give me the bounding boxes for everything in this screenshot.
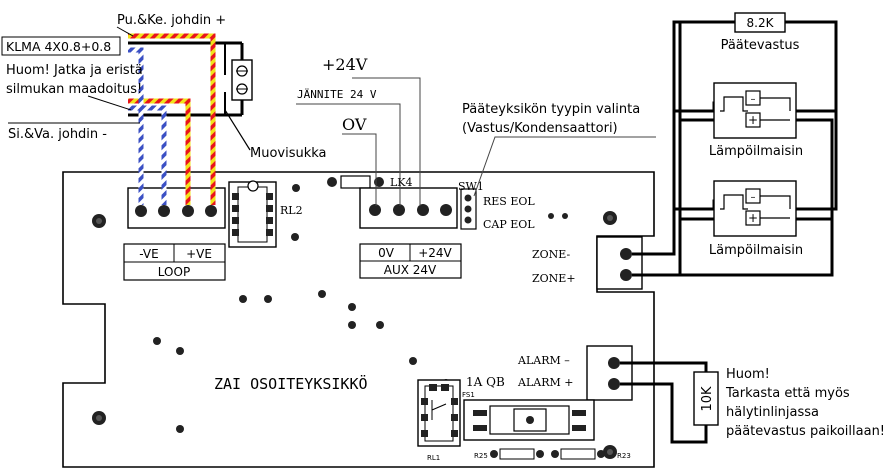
tyyppi-label-2: (Vastus/Kondensaattori) xyxy=(462,121,618,136)
eol-resistor-10k xyxy=(693,371,719,426)
r23-label: R23 xyxy=(617,452,631,460)
pads xyxy=(153,213,568,433)
detector-2-minus: – xyxy=(751,192,756,203)
alarm-wiring xyxy=(620,361,708,444)
note-leader xyxy=(87,95,132,111)
si-va-label: Si.&Va. johdin - xyxy=(8,127,107,142)
tyyppi-label-1: Pääteyksikön tyypin valinta xyxy=(462,102,640,117)
loop-plus-label: +VE xyxy=(186,247,212,261)
aux-0v-label: 0V xyxy=(378,246,395,260)
ov-leader xyxy=(342,133,377,206)
zone-minus-screw xyxy=(620,248,632,260)
aux-terminal-screws xyxy=(369,204,452,216)
eol-resistor-82k xyxy=(734,12,786,33)
rl1-label: RL1 xyxy=(427,454,440,462)
loop-terminal-screws xyxy=(135,205,217,217)
fs1-label: FS1 xyxy=(462,391,475,399)
huom2-line-4: päätevastus paikoillaan! xyxy=(726,424,885,439)
eol-resistor-10k-label: 10K xyxy=(700,386,715,412)
loop-minus-label: -VE xyxy=(139,247,158,261)
muovisukka-leader xyxy=(224,109,251,151)
cable-label: KLMA 4X0.8+0.8 xyxy=(6,39,111,54)
pu-ke-label: Pu.&Ke. johdin + xyxy=(117,13,226,28)
aux-label: AUX 24V xyxy=(384,263,437,277)
rl2-relay xyxy=(228,180,300,248)
cap-eol-label: CAP EOL xyxy=(483,218,535,231)
sw1-switch xyxy=(460,188,477,230)
rl2-label: RL2 xyxy=(280,204,303,217)
ov-label: OV xyxy=(342,115,367,134)
blue-white-wires xyxy=(128,47,167,205)
aux-24v-label: +24V xyxy=(418,246,452,260)
connector-block xyxy=(231,43,253,115)
red-yellow-wires xyxy=(128,33,216,205)
eol-resistor-82k-label: 8.2K xyxy=(747,16,775,30)
loop-label: LOOP xyxy=(158,265,190,279)
fuse-label: 1A QB xyxy=(466,375,505,389)
zone-minus-label: ZONE- xyxy=(532,248,571,261)
paatevastus-label: Päätevastus xyxy=(721,38,800,53)
tyyppi-leader xyxy=(473,136,656,197)
alarm-minus-label: ALARM – xyxy=(517,354,570,367)
zone-plus-label: ZONE+ xyxy=(532,272,576,285)
rl1-relay xyxy=(417,379,461,447)
huom2-line-3: hälytinlinjassa xyxy=(726,405,819,420)
jannite-leader xyxy=(296,103,401,206)
pcb-outline xyxy=(62,171,655,468)
pu-ke-leader xyxy=(116,26,134,37)
note-line-1: Huom! Jatka ja eristä xyxy=(6,63,143,78)
detector-1-plus: + xyxy=(748,113,758,127)
sw1-label: SW1 xyxy=(458,180,484,193)
huom2-line-2: Tarkasta että myös xyxy=(725,386,850,401)
r25-label: R25 xyxy=(474,452,488,460)
alarm-plus-screw xyxy=(608,378,620,390)
fuse-holder xyxy=(463,399,595,441)
r25-resistor xyxy=(490,448,544,460)
r23-resistor xyxy=(551,448,605,460)
plus24-label: +24V xyxy=(322,55,368,74)
alarm-plus-label: ALARM + xyxy=(517,376,573,389)
note-line-2: silmukan maadoitus! xyxy=(6,82,142,97)
huom2-line-1: Huom! xyxy=(726,367,770,382)
detector-1-minus: – xyxy=(751,94,756,105)
zone-plus-screw xyxy=(620,269,632,281)
mounting-holes xyxy=(92,211,617,459)
detector-2-label: Lämpöilmaisin xyxy=(709,243,803,258)
zone-terminal-block xyxy=(596,236,643,290)
muovisukka-label: Muovisukka xyxy=(250,146,327,161)
board-title: ZAI OSOITEYKSIKKÖ xyxy=(214,374,368,393)
heat-detector-2 xyxy=(713,180,797,237)
alarm-terminal-block xyxy=(586,345,633,401)
cable-label-box xyxy=(1,36,121,56)
lk4-link xyxy=(327,175,384,189)
alarm-minus-screw xyxy=(608,357,620,369)
detector-2-plus: + xyxy=(748,211,758,225)
plus24-leader xyxy=(352,77,421,206)
detector-1-label: Lämpöilmaisin xyxy=(709,144,803,159)
lk4-label: LK4 xyxy=(390,176,413,189)
jannite-label: JÄNNITE 24 V xyxy=(297,88,377,101)
heat-detector-1 xyxy=(713,82,797,139)
res-eol-label: RES EOL xyxy=(483,195,535,208)
